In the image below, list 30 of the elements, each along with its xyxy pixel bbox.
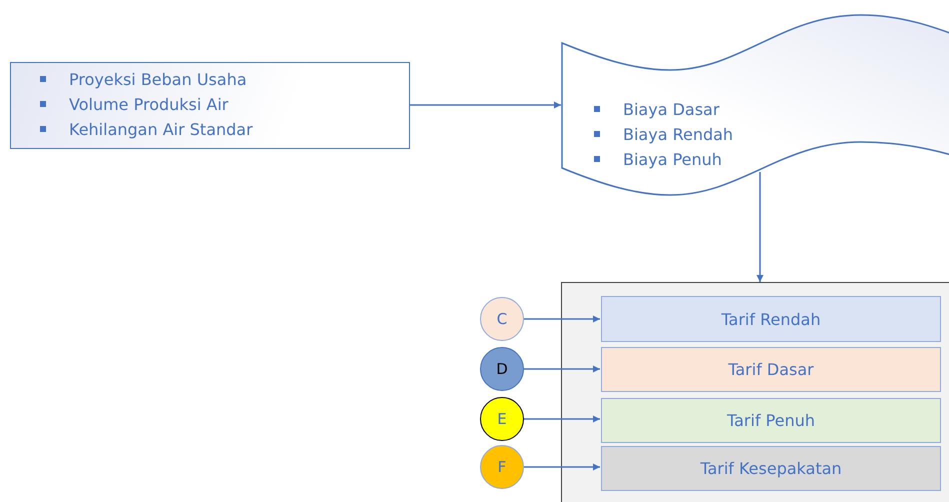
tariff-label: Tarif Penuh bbox=[726, 411, 815, 430]
tariff-box bbox=[601, 398, 941, 443]
group-panel bbox=[561, 282, 949, 502]
letter-circle bbox=[480, 445, 524, 489]
arrow bbox=[524, 416, 600, 422]
tariff-box bbox=[601, 446, 941, 491]
tariff-label: Tarif Rendah bbox=[721, 310, 821, 328]
letter-circle bbox=[480, 347, 524, 391]
tariff-box bbox=[601, 347, 941, 392]
bullet-item: Biaya Penuh bbox=[591, 147, 949, 172]
tariff-box bbox=[601, 296, 941, 342]
arrow bbox=[756, 172, 764, 282]
input-box bbox=[10, 62, 410, 149]
tariff-label: Tarif Kesepakatan bbox=[700, 459, 842, 478]
arrow bbox=[524, 464, 600, 470]
circle-letter: F bbox=[498, 458, 506, 476]
arrow bbox=[410, 102, 561, 108]
circle-letter: E bbox=[497, 410, 507, 428]
bullet-item: Kehilangan Air Standar bbox=[37, 117, 409, 142]
bullet-item: Proyeksi Beban Usaha bbox=[37, 67, 409, 92]
arrow bbox=[524, 316, 600, 322]
bullet-item: Volume Produksi Air bbox=[37, 92, 409, 117]
tariff-label: Tarif Dasar bbox=[728, 360, 814, 379]
bullet-item: Biaya Dasar bbox=[591, 97, 949, 122]
bullet-item: Biaya Rendah bbox=[591, 122, 949, 147]
arrow bbox=[524, 366, 600, 372]
circle-letter: D bbox=[496, 360, 508, 378]
letter-circle bbox=[480, 397, 524, 441]
circle-letter: C bbox=[496, 310, 508, 328]
letter-circle bbox=[480, 297, 524, 341]
